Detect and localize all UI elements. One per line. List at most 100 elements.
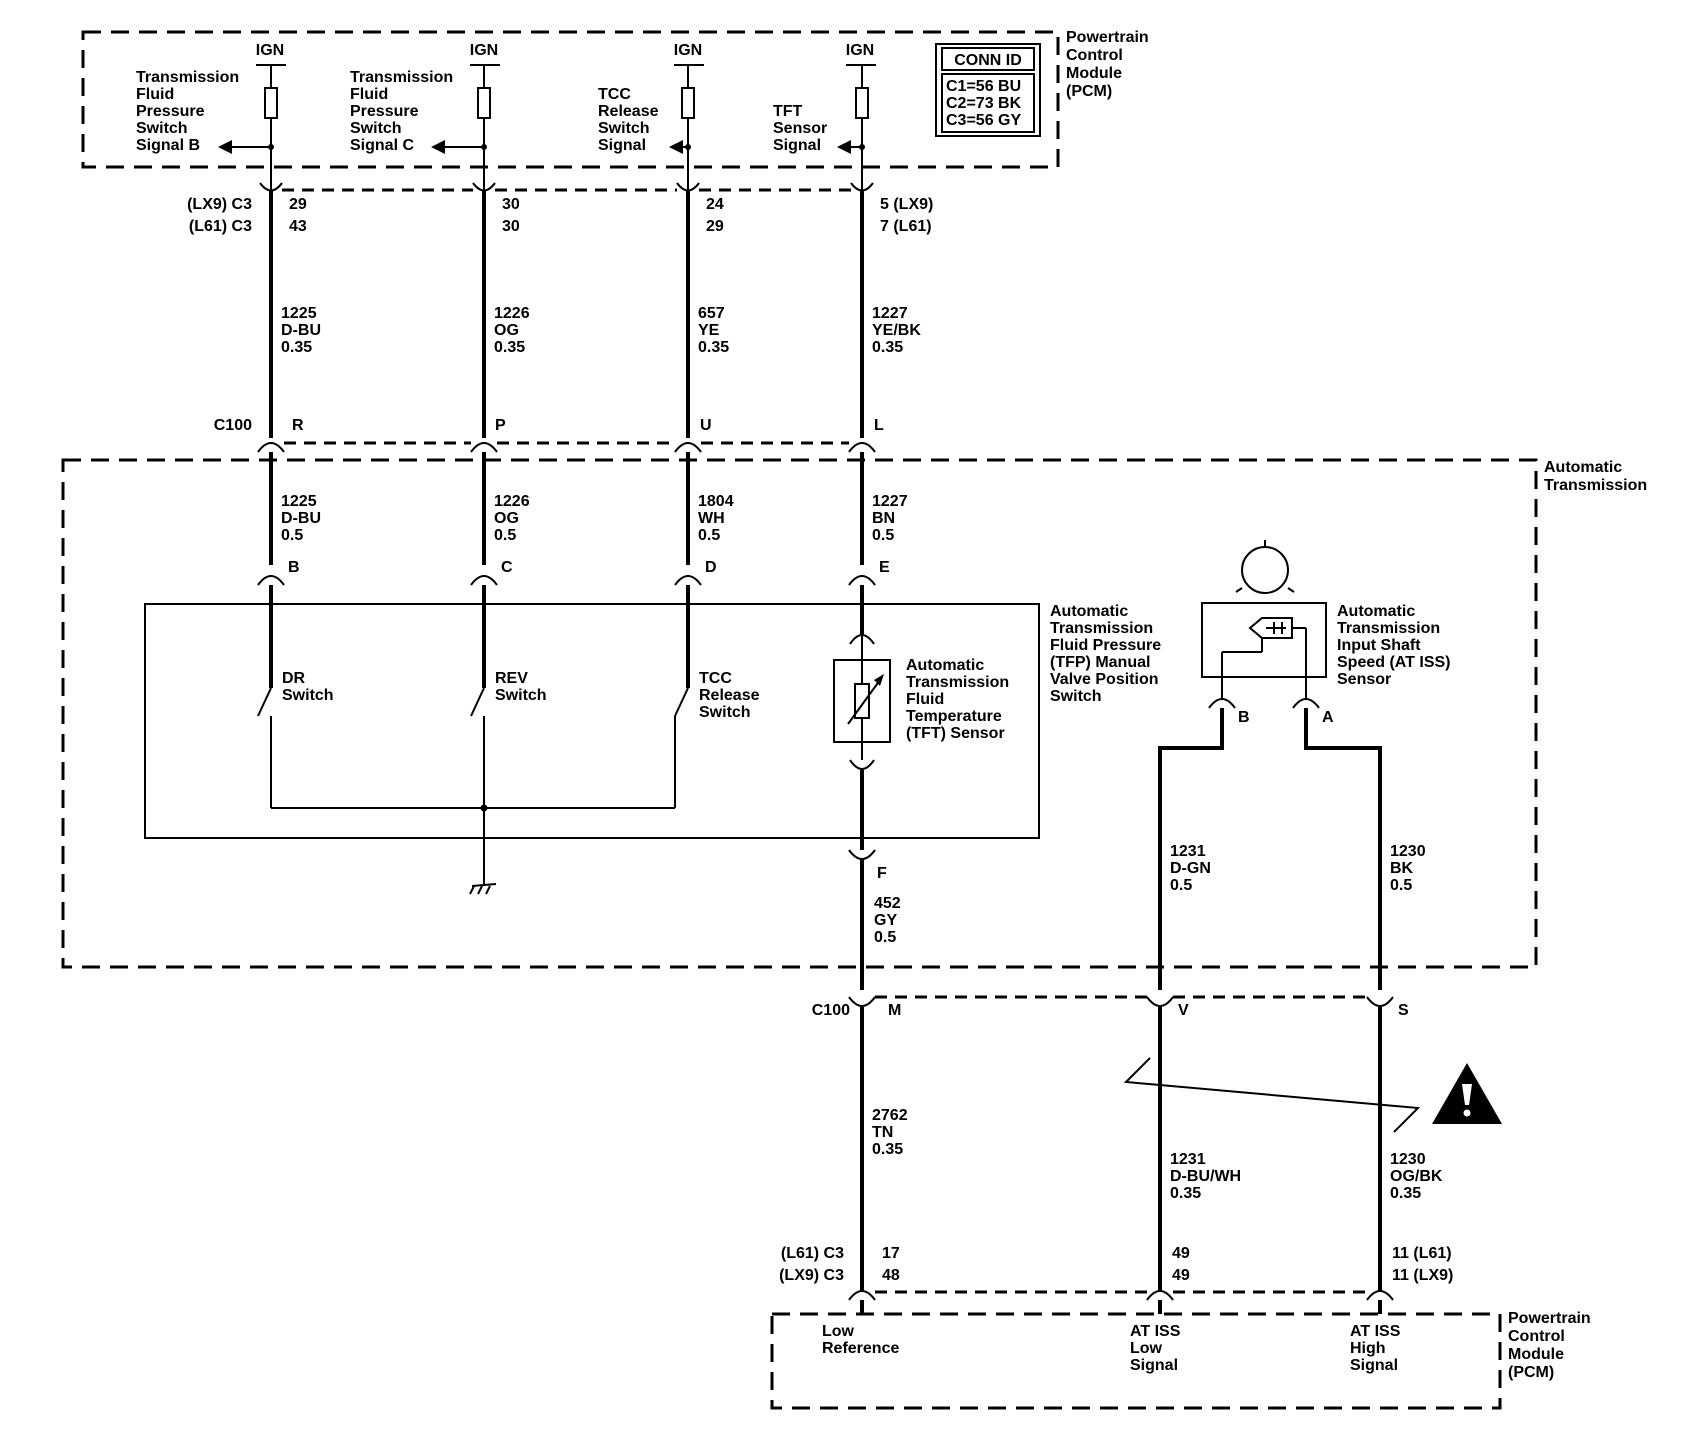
pcm-pin-label-l61: (L61) C3 [189, 218, 252, 235]
pcm-pin-3-l61: 29 [706, 218, 724, 235]
transmission-label: Automatic Transmission [1544, 459, 1647, 494]
pcm-pin-2-l61: 30 [502, 218, 520, 235]
tfp-pin-e: E [879, 559, 890, 576]
tft-sensor [833, 585, 891, 860]
conn-id-c3: C3=56 GY [946, 112, 1021, 129]
signal-tfp-c-label: Transmission Fluid Pressure Switch Signa… [350, 69, 458, 154]
c100-pin-u: U [700, 417, 712, 434]
conn-id-c1: C1=56 BU [946, 78, 1021, 95]
pullup-resistor-icon [477, 87, 491, 119]
pcm-bottom-pin-2-lx9: 49 [1172, 1267, 1190, 1284]
c100-pin-p: P [495, 417, 506, 434]
wire-label-1227-upper: 1227 YE/BK 0.35 [872, 305, 925, 356]
c100-pin-s: S [1398, 1002, 1409, 1019]
pcm-bottom-pin-1-l61: 17 [882, 1245, 900, 1262]
wire-label-1225-mid: 1225 D-BU 0.5 [281, 493, 325, 544]
tfp-switch-label: Automatic Transmission Fluid Pressure (T… [1050, 603, 1166, 705]
pullup-resistor-icon [681, 87, 695, 119]
conn-id-box: CONN ID C1=56 BU C2=73 BK C3=56 GY [935, 43, 1041, 137]
switch-contact-icon [674, 687, 689, 717]
pcm-pin-2-lx9: 30 [502, 196, 520, 213]
tfp-switch-assembly [144, 603, 1040, 839]
signal-arrow-icon [431, 140, 445, 154]
wire-label-1230-lower: 1230 OG/BK 0.35 [1390, 1151, 1447, 1202]
iss-pin-b: B [1238, 709, 1250, 726]
c100-pin-v: V [1178, 1002, 1189, 1019]
c100-bottom-label: C100 [812, 1002, 850, 1019]
tft-pin-f: F [877, 865, 887, 882]
pcm-pin-1-lx9: 29 [289, 196, 307, 213]
signal-tft-label: TFT Sensor Signal [773, 103, 832, 154]
wire-label-1804-mid: 1804 WH 0.5 [698, 493, 738, 544]
pcm-bottom-pin-1-lx9: 48 [882, 1267, 900, 1284]
signal-arrow-icon [837, 140, 851, 154]
pcm-signal-low-reference: Low Reference [822, 1323, 899, 1357]
signal-arrow-icon [218, 140, 232, 154]
pcm-signal-iss-low: AT ISS Low Signal [1130, 1323, 1185, 1374]
ground-icon [469, 883, 497, 895]
wire-label-1230-upper: 1230 BK 0.5 [1390, 843, 1430, 894]
c100-top-connector [257, 441, 876, 453]
tft-sensor-label: Automatic Transmission Fluid Temperature… [906, 657, 1014, 742]
iss-pin-a: A [1322, 709, 1334, 726]
c100-top-label: C100 [214, 417, 252, 434]
pcm-top-label: Powertrain Control Module (PCM) [1066, 29, 1153, 100]
wire-label-1227-mid: 1227 BN 0.5 [872, 493, 912, 544]
twisted-pair-icon [1123, 1057, 1421, 1133]
pcm-bottom-pin-3-lx9: 11 (LX9) [1392, 1267, 1453, 1284]
signal-tcc-release-label: TCC Release Switch Signal [598, 86, 663, 154]
pcm-bottom-pin-label-l61: (L61) C3 [781, 1245, 844, 1262]
conn-id-title: CONN ID [954, 52, 1022, 69]
ign-circuit-3: IGN [669, 42, 704, 190]
pcm-bottom-label: Powertrain Control Module (PCM) [1508, 1310, 1595, 1381]
ign-label: IGN [674, 42, 702, 59]
pcm-pin-4-lx9: 5 (LX9) [880, 196, 933, 213]
wire-label-1231-upper: 1231 D-GN 0.5 [1170, 843, 1215, 894]
transmission-boundary [61, 458, 1538, 969]
caution-icon [1432, 1063, 1502, 1124]
ign-label: IGN [256, 42, 284, 59]
pcm-pin-4-l61: 7 (L61) [880, 218, 932, 235]
pcm-signal-iss-high: AT ISS High Signal [1350, 1323, 1405, 1374]
signal-arrow-icon [669, 140, 683, 154]
pcm-bottom-pin-label-lx9: (LX9) C3 [779, 1267, 844, 1284]
conn-id-c2: C2=73 BK [946, 95, 1022, 112]
tfp-connector [257, 575, 876, 586]
speed-sensor-icon [1241, 546, 1289, 594]
pcm-bottom-connector [848, 1290, 1394, 1314]
signal-tfp-b-label: Transmission Fluid Pressure Switch Signa… [136, 69, 244, 154]
tfp-pin-c: C [501, 559, 513, 576]
tfp-pin-b: B [288, 559, 300, 576]
pcm-bottom-pin-2-l61: 49 [1172, 1245, 1190, 1262]
iss-sensor [1201, 540, 1327, 709]
wire-label-2762: 2762 TN 0.35 [872, 1107, 912, 1158]
wire-1231-upper [1158, 708, 1224, 990]
pcm-bottom-boundary [770, 1312, 1502, 1410]
ign-label: IGN [470, 42, 498, 59]
wire-label-452: 452 GY 0.5 [874, 895, 905, 946]
pcm-pin-3-lx9: 24 [706, 196, 724, 213]
pcm-pin-1-l61: 43 [289, 218, 307, 235]
iss-sensor-label: Automatic Transmission Input Shaft Speed… [1337, 603, 1455, 688]
wire-label-657-upper: 657 YE 0.35 [698, 305, 729, 356]
wire-label-1231-lower: 1231 D-BU/WH 0.35 [1170, 1151, 1246, 1202]
c100-pin-m: M [888, 1002, 901, 1019]
ign-circuit-2: IGN [431, 42, 500, 190]
wire-label-1226-mid: 1226 OG 0.5 [494, 493, 534, 544]
ign-label: IGN [846, 42, 874, 59]
wire-1230-upper [1304, 708, 1382, 990]
switch-contact-icon [257, 687, 272, 717]
switch-contact-icon [470, 687, 485, 717]
ign-circuit-4: IGN [837, 42, 876, 190]
c100-pin-l: L [874, 417, 884, 434]
pullup-resistor-icon [855, 87, 869, 119]
pcm-bottom-pin-3-l61: 11 (L61) [1392, 1245, 1452, 1262]
ign-circuit-1: IGN [218, 42, 286, 190]
